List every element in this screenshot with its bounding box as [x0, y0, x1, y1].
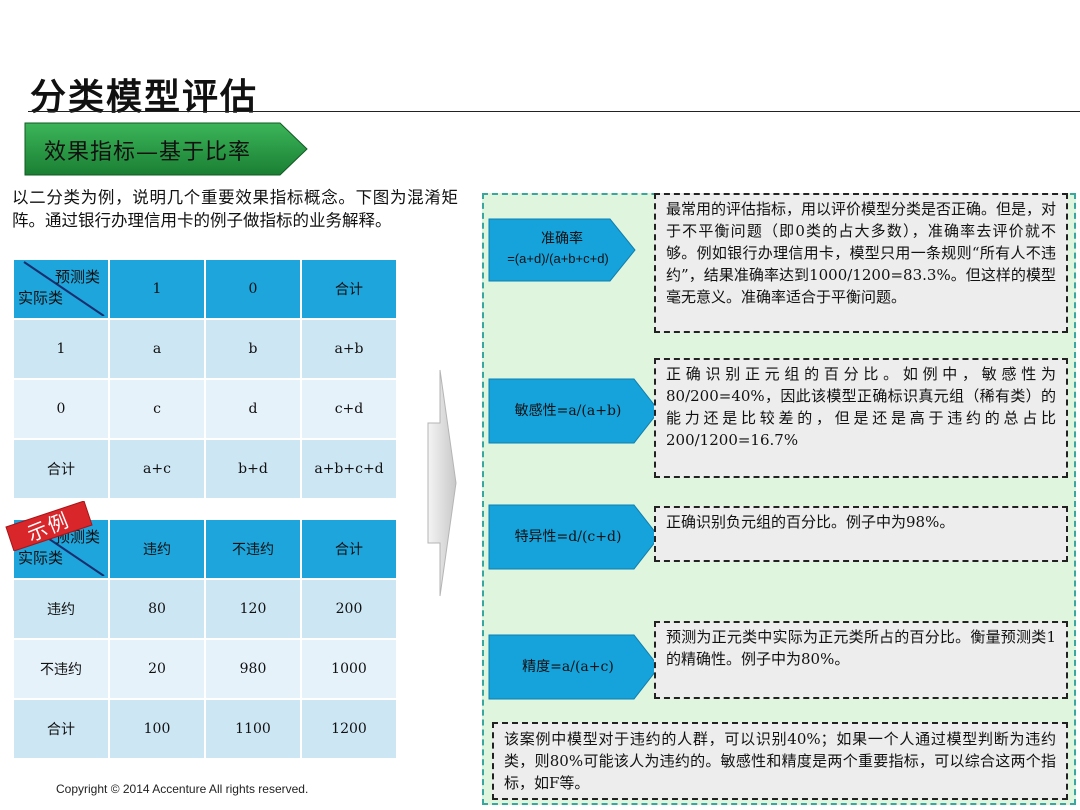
- table-cell: 100: [110, 700, 204, 758]
- table-cell: b: [206, 320, 300, 378]
- table-cell: d: [206, 380, 300, 438]
- confusion-matrix-example: 预测类 实际类 违约 不违约 合计 违约 80 120 200 不违约 20 9…: [12, 518, 398, 760]
- table-cell: c: [110, 380, 204, 438]
- table-cell: 120: [206, 580, 300, 638]
- table-row: 不违约 20 980 1000: [14, 640, 396, 698]
- copyright-notice: Copyright © 2014 Accenture All rights re…: [56, 782, 309, 796]
- table-cell: c+d: [302, 380, 396, 438]
- banner-arrow-shape: [24, 122, 308, 176]
- metric-accuracy-formula: =(a+d)/(a+b+c+d): [507, 251, 609, 266]
- column-header: 合计: [302, 260, 396, 318]
- title-divider: [28, 111, 1080, 112]
- row-header: 违约: [14, 580, 108, 638]
- table-row: 违约 80 120 200: [14, 580, 396, 638]
- column-header: 0: [206, 260, 300, 318]
- metric-precision-label: 精度=a/(a+c): [488, 634, 660, 700]
- column-header: 合计: [302, 520, 396, 578]
- page-title: 分类模型评估: [30, 76, 259, 118]
- metric-precision-description: 预测为正元类中实际为正元类所占的百分比。衡量预测类1的精确性。例子中为80%。: [654, 621, 1068, 699]
- example-badge: 示例: [4, 500, 94, 552]
- metric-sensitivity-name: 敏感性=a/(a+b): [514, 403, 622, 419]
- table-row: 0 c d c+d: [14, 380, 396, 438]
- metric-specificity-description: 正确识别负元组的百分比。例子中为98%。: [654, 506, 1068, 562]
- corner-label-actual: 实际类: [18, 549, 64, 567]
- metric-accuracy-description: 最常用的评估指标，用以评价模型分类是否正确。但是，对于不平衡问题（即0类的占大多…: [654, 193, 1068, 333]
- metric-accuracy-label: 准确率 =(a+d)/(a+b+c+d): [488, 218, 636, 282]
- confusion-matrix-generic: 预测类 实际类 1 0 合计 1 a b a+b 0 c d c+d 合计 a+…: [12, 258, 398, 500]
- column-header: 1: [110, 260, 204, 318]
- corner-label-actual: 实际类: [18, 289, 64, 307]
- metric-sensitivity-description: 正确识别正元组的百分比。如例中，敏感性为80/200=40%，因此该模型正确标识…: [654, 358, 1068, 478]
- table-cell: a+b+c+d: [302, 440, 396, 498]
- table-cell: 200: [302, 580, 396, 638]
- metric-specificity-name: 特异性=d/(c+d): [514, 529, 622, 545]
- row-header: 合计: [14, 440, 108, 498]
- table-cell: 1200: [302, 700, 396, 758]
- table-cell: 1100: [206, 700, 300, 758]
- table-row: 1 a b a+b: [14, 320, 396, 378]
- table-cell: 80: [110, 580, 204, 638]
- corner-label-predicted: 预测类: [54, 268, 100, 286]
- row-header: 0: [14, 380, 108, 438]
- table-cell: 20: [110, 640, 204, 698]
- column-header: 不违约: [206, 520, 300, 578]
- section-banner: 效果指标—基于比率: [24, 122, 308, 176]
- row-header: 不违约: [14, 640, 108, 698]
- table-row: 合计 a+c b+d a+b+c+d: [14, 440, 396, 498]
- column-header: 违约: [110, 520, 204, 578]
- section-banner-label: 效果指标—基于比率: [44, 140, 252, 165]
- right-arrow-icon: [427, 369, 457, 597]
- table-cell: 1000: [302, 640, 396, 698]
- metric-specificity-label: 特异性=d/(c+d): [488, 504, 660, 570]
- row-header: 合计: [14, 700, 108, 758]
- row-header: 1: [14, 320, 108, 378]
- summary-box: 该案例中模型对于违约的人群，可以识别40%；如果一个人通过模型判断为违约类，则8…: [492, 722, 1068, 800]
- table-cell: a+c: [110, 440, 204, 498]
- table-row: 合计 100 1100 1200: [14, 700, 396, 758]
- table-cell: b+d: [206, 440, 300, 498]
- metric-sensitivity-label: 敏感性=a/(a+b): [488, 378, 660, 444]
- table-cell: a+b: [302, 320, 396, 378]
- metric-precision-name: 精度=a/(a+c): [522, 659, 614, 675]
- table-cell: a: [110, 320, 204, 378]
- matrix-corner-cell: 预测类 实际类: [14, 260, 108, 318]
- table-cell: 980: [206, 640, 300, 698]
- metric-accuracy-name: 准确率: [541, 231, 583, 247]
- intro-paragraph: 以二分类为例，说明几个重要效果指标概念。下图为混淆矩阵。通过银行办理信用卡的例子…: [12, 188, 458, 230]
